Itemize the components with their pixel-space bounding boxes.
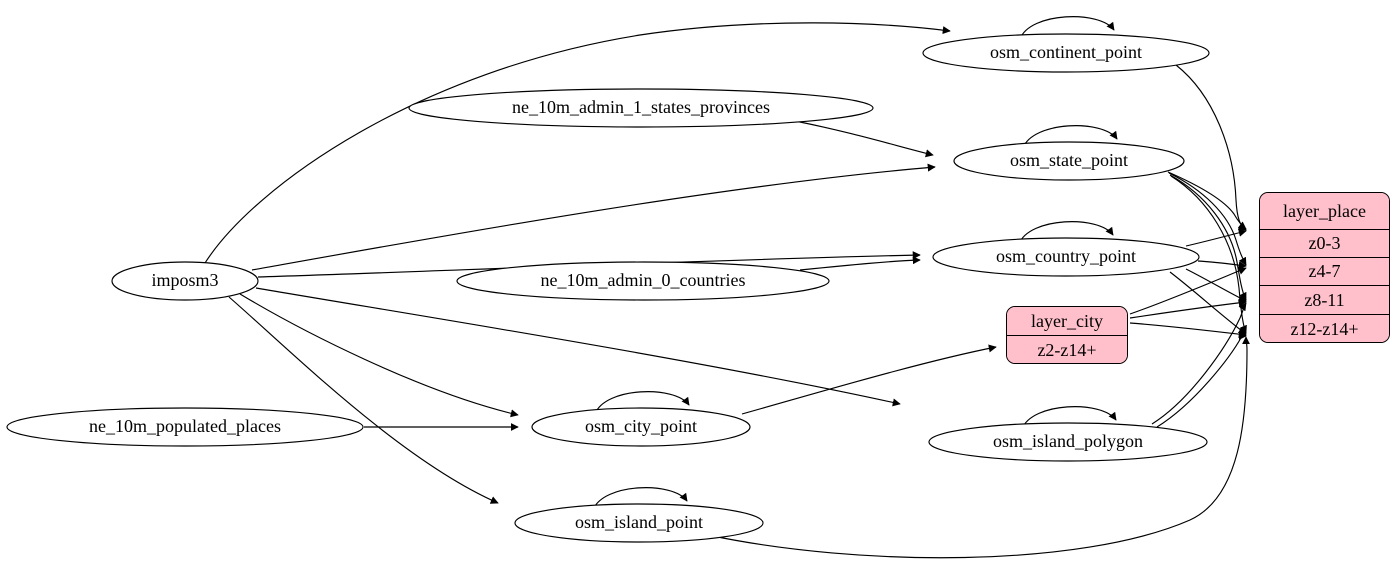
layer-place-row-z8-11[interactable]: z8-11 xyxy=(1260,286,1389,315)
layer-place-row-z4-7[interactable]: z4-7 xyxy=(1260,258,1389,286)
node-osm-city-point-shape[interactable] xyxy=(531,407,751,447)
node-osm-state-point[interactable]: osm_state_point xyxy=(953,141,1185,181)
edges-group xyxy=(204,16,1251,559)
edge-osm-country-point-to-layer-place-z8-11 xyxy=(1185,268,1247,302)
edge-imposm3-to-osm-state-point xyxy=(251,163,936,271)
node-layer-city[interactable]: layer_city z2-z14+ xyxy=(1006,306,1128,364)
layer-place-header: layer_place xyxy=(1260,193,1389,230)
edge-imposm3-to-osm-city-point xyxy=(239,293,519,418)
layer-city-header: layer_city xyxy=(1007,307,1127,336)
edge-osm-country-point-to-layer-place-z4-7 xyxy=(1197,260,1247,270)
node-ne-10m-admin-1-states-provinces-shape[interactable] xyxy=(408,88,874,128)
edge-osm-island-point-to-layer-place-z12-z14 xyxy=(707,336,1251,559)
node-ne-10m-admin-1-states-provinces[interactable]: ne_10m_admin_1_states_provinces xyxy=(408,88,874,128)
edge-osm-country-point-to-layer-place-z12-z14 xyxy=(1169,271,1247,335)
edge-layer-city-to-layer-place-z8-11 xyxy=(1129,298,1247,319)
edge-imposm3-to-osm-island-polygon xyxy=(255,287,901,407)
node-osm-continent-point[interactable]: osm_continent_point xyxy=(922,33,1210,73)
edge-osm-state-point-to-layer-place-z4-7 xyxy=(1168,172,1247,266)
node-osm-city-point[interactable]: osm_city_point xyxy=(531,407,751,447)
edge-self-loop-osm-state-point xyxy=(1022,125,1118,149)
edge-self-loop-osm-island-point xyxy=(592,487,688,511)
node-osm-island-polygon[interactable]: osm_island_polygon xyxy=(928,422,1208,462)
edge-imposm3-to-osm-continent-point xyxy=(204,22,951,264)
layer-place-row-z0-3[interactable]: z0-3 xyxy=(1260,230,1389,258)
node-osm-continent-point-shape[interactable] xyxy=(922,33,1210,73)
edge-osm-city-point-to-layer-city xyxy=(741,344,997,415)
node-osm-island-point-shape[interactable] xyxy=(514,503,764,543)
edge-osm-country-point-to-layer-place-z0-3 xyxy=(1185,228,1247,247)
edge-ne-countries-to-osm-country-point xyxy=(799,256,921,271)
edge-self-loop-osm-city-point xyxy=(594,391,690,415)
node-ne-10m-admin-0-countries[interactable]: ne_10m_admin_0_countries xyxy=(456,261,830,301)
node-imposm3-shape[interactable] xyxy=(111,261,259,301)
edge-imposm3-to-osm-island-point xyxy=(228,296,499,504)
node-layer-place[interactable]: layer_place z0-3 z4-7 z8-11 z12-z14+ xyxy=(1259,192,1390,343)
node-osm-island-polygon-shape[interactable] xyxy=(928,422,1208,462)
node-ne-10m-populated-places[interactable]: ne_10m_populated_places xyxy=(6,407,364,447)
edge-ne-states-provinces-to-osm-state-point xyxy=(794,120,934,158)
edge-layer-city-to-layer-place-z4-7 xyxy=(1129,267,1247,315)
edge-self-loop-osm-island-polygon xyxy=(1021,406,1117,430)
edge-self-loop-osm-continent-point xyxy=(1019,16,1115,40)
node-imposm3[interactable]: imposm3 xyxy=(111,261,259,301)
node-osm-country-point[interactable]: osm_country_point xyxy=(932,237,1200,277)
node-osm-island-point[interactable]: osm_island_point xyxy=(514,503,764,543)
edge-osm-state-point-to-layer-place-z8-11 xyxy=(1169,174,1247,301)
edge-layer-city-to-layer-place-z12-z14 xyxy=(1129,322,1247,339)
edge-osm-continent-point-to-layer-place-z0-3 xyxy=(1175,64,1247,231)
edge-osm-state-point-to-layer-place-z12-z14 xyxy=(1170,175,1247,334)
node-ne-10m-admin-0-countries-shape[interactable] xyxy=(456,261,830,301)
nodes-group: imposm3 ne_10m_admin_1_states_provinces … xyxy=(6,33,1210,543)
edge-osm-island-polygon-to-layer-place-z8-11 xyxy=(1151,302,1247,425)
edge-osm-state-point-to-layer-place-z0-3 xyxy=(1167,171,1247,230)
edge-self-loop-osm-country-point xyxy=(1018,221,1114,245)
node-osm-country-point-shape[interactable] xyxy=(932,237,1200,277)
node-osm-state-point-shape[interactable] xyxy=(953,141,1185,181)
node-ne-10m-populated-places-shape[interactable] xyxy=(6,407,364,447)
layer-city-row-z2-z14plus[interactable]: z2-z14+ xyxy=(1007,336,1127,363)
edge-osm-island-polygon-to-layer-place-z12-z14 xyxy=(1156,331,1247,428)
layer-place-row-z12-z14plus[interactable]: z12-z14+ xyxy=(1260,315,1389,342)
